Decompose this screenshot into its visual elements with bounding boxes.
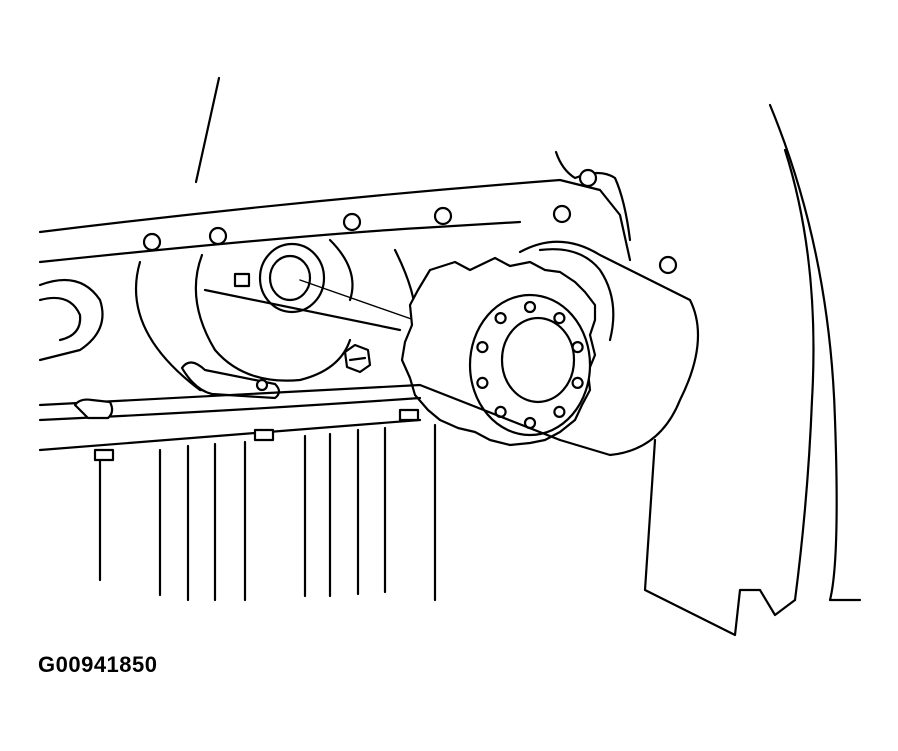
oil-pump-housing — [518, 240, 700, 457]
bolt-hole — [578, 168, 598, 188]
bolt-hole — [142, 232, 162, 252]
pulley-bolt-hole — [476, 376, 489, 389]
oil-pan — [38, 383, 562, 602]
pulley-bolt-hole — [553, 405, 566, 418]
figure-id-label: G00941850 — [38, 652, 158, 677]
pulley-bolt-hole — [571, 376, 584, 389]
pulley-bolt-hole — [571, 341, 584, 354]
dipstick-tube — [194, 76, 221, 184]
bolt-hole-group — [142, 168, 678, 275]
bolt-hole — [208, 226, 228, 246]
bolt-hole — [433, 206, 453, 226]
pulley-bolt-hole — [494, 312, 507, 325]
right-side-bracket — [643, 103, 862, 637]
bolt-hole — [658, 255, 678, 275]
pulley-bolt-hole — [553, 312, 566, 325]
bolt-hole — [342, 212, 362, 232]
timing-cover-housing — [38, 238, 417, 394]
pulley-bolt-hole — [476, 341, 489, 354]
bolt-hole — [552, 204, 572, 224]
housing-bolt — [343, 343, 372, 374]
crankshaft-end — [203, 242, 421, 332]
pulley-bolt-holes — [476, 300, 584, 430]
pulley-bolt-hole — [523, 300, 537, 314]
cylinder-block-edge — [38, 150, 632, 264]
crankshaft-timing-pulley — [400, 256, 597, 447]
